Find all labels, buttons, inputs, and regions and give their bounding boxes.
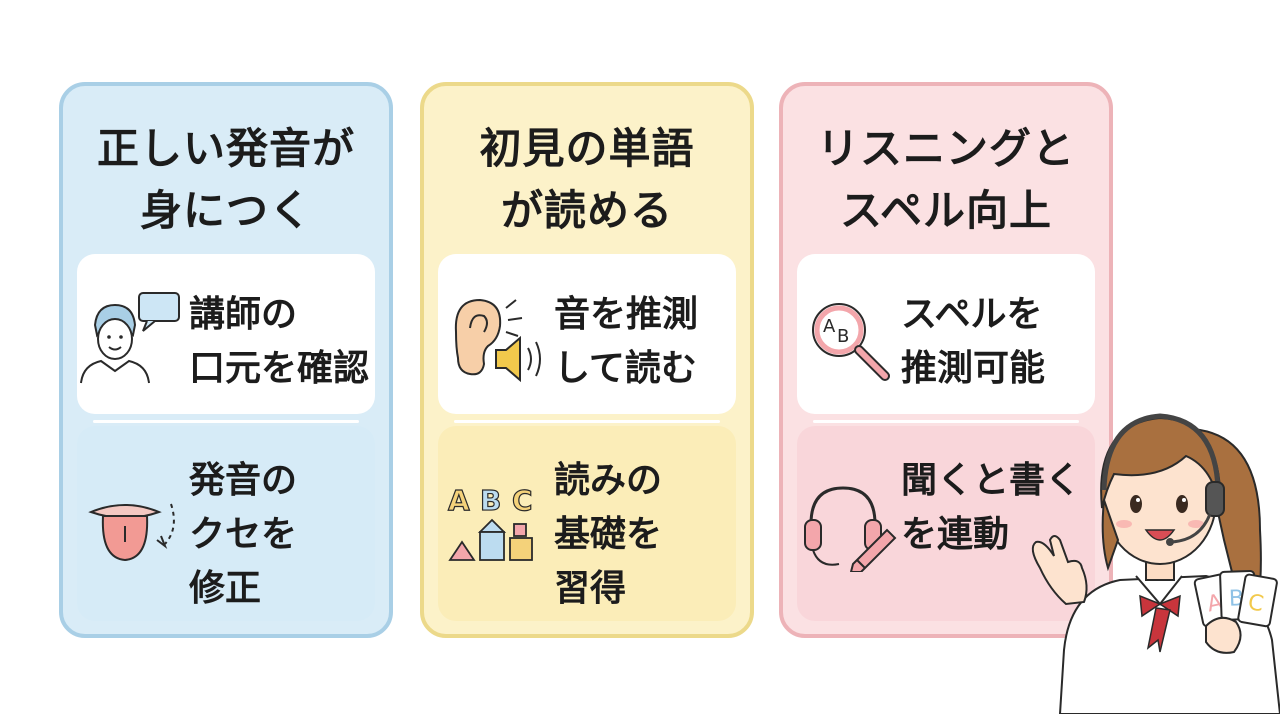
benefit-item-text: 講師の 口元を確認 bbox=[189, 294, 370, 389]
abc-letter: A bbox=[448, 484, 470, 517]
benefit-column-reading: 初見の単語 が読める 音を推測 して読む A B C 読みの 基礎を 習得 bbox=[420, 82, 754, 638]
benefit-column-listening: リスニングと スペル向上 A B スペルを 推測可能 聞くと書く を連動 bbox=[779, 82, 1113, 638]
teacher-character-illustration: A B C bbox=[1031, 413, 1280, 714]
benefit-item-text: スペルを 推測可能 bbox=[901, 294, 1046, 389]
column-title: 初見の単語 が読める bbox=[479, 124, 695, 235]
headphones-pen-icon bbox=[804, 486, 897, 572]
teacher-speech-icon bbox=[80, 292, 180, 384]
benefit-item-text: 読みの 基礎を 習得 bbox=[554, 460, 663, 609]
divider bbox=[813, 420, 1079, 423]
benefit-item-text: 音を推測 して読む bbox=[554, 294, 699, 389]
benefit-item-text: 発音の クセを 修正 bbox=[189, 460, 298, 609]
benefit-item-box bbox=[797, 426, 1095, 621]
divider bbox=[454, 420, 720, 423]
abc-letter: C bbox=[512, 484, 533, 517]
column-title: 正しい発音が 身につく bbox=[96, 124, 355, 235]
column-title: リスニングと スペル向上 bbox=[816, 124, 1075, 235]
magnifier-letter: A bbox=[823, 316, 836, 337]
ear-sound-icon bbox=[454, 298, 541, 383]
abc-blocks-icon: A B C bbox=[447, 483, 533, 561]
magnifier-icon: A B bbox=[812, 303, 890, 381]
tongue-icon bbox=[88, 503, 175, 562]
magnifier-letter: B bbox=[837, 326, 849, 347]
abc-letter: B bbox=[480, 484, 501, 517]
card-letter: C bbox=[1246, 590, 1265, 617]
benefit-item-text: 聞くと書く を連動 bbox=[901, 460, 1082, 555]
benefit-column-pronunciation: 正しい発音が 身につく 講師の 口元を確認 発音の クセを 修正 bbox=[59, 82, 393, 638]
divider bbox=[93, 420, 359, 423]
